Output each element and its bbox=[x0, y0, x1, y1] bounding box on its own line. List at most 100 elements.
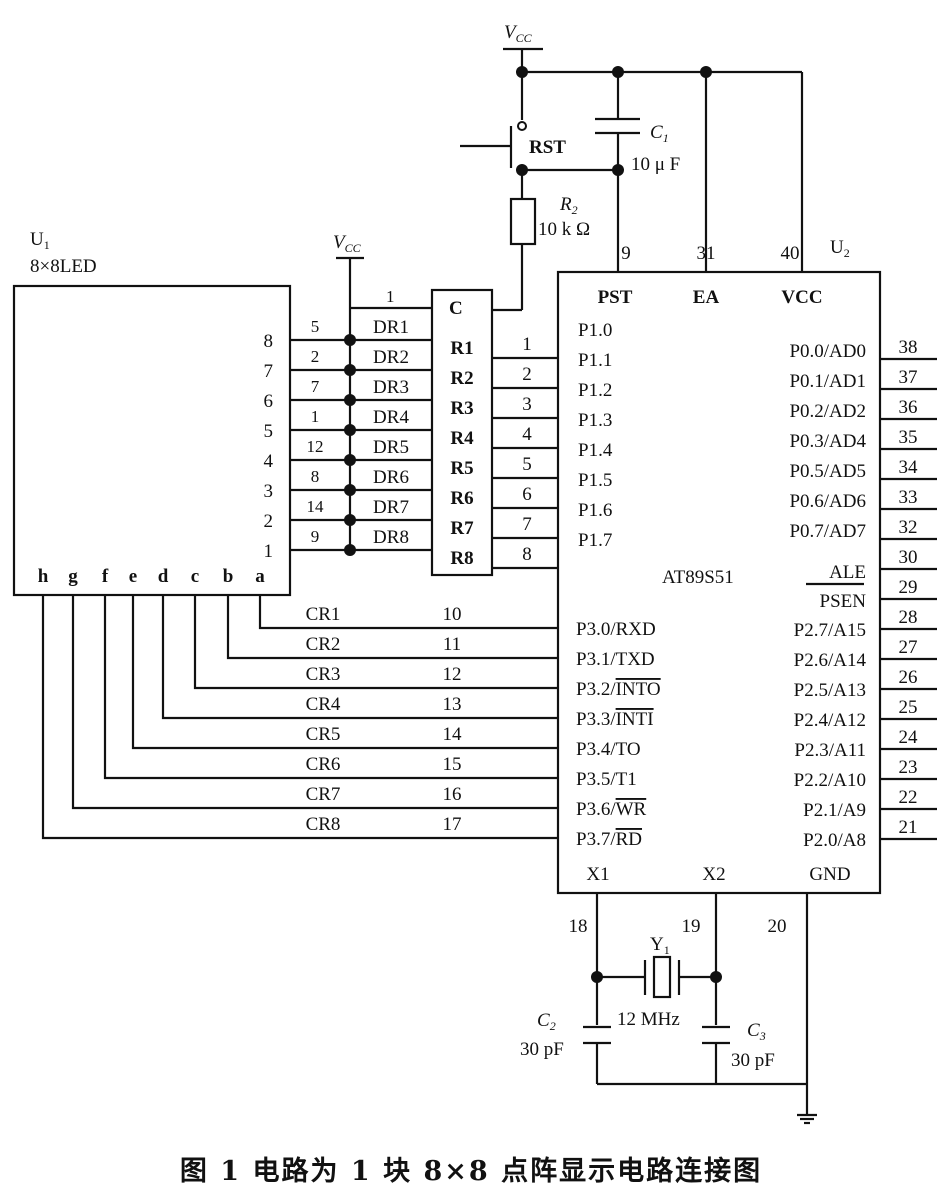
led-row-pin-label: 5 bbox=[264, 421, 274, 442]
mcu-port2-label: P2.0/A8 bbox=[803, 830, 866, 851]
junction-dot bbox=[344, 364, 356, 376]
junction-dot bbox=[344, 454, 356, 466]
column-line-label: CR2 bbox=[306, 634, 341, 655]
led-column-pin-label: h bbox=[38, 566, 49, 587]
mcu-port0-label: P0.5/AD5 bbox=[789, 461, 866, 482]
led-row-pin-label: 7 bbox=[264, 361, 274, 382]
mcu-ale-label: ALE bbox=[829, 562, 866, 583]
driver-input-label: R2 bbox=[450, 368, 473, 389]
port0-pin-number: 37 bbox=[899, 367, 918, 388]
mcu-port0-label: P0.3/AD4 bbox=[789, 431, 866, 452]
driver-input-label: R5 bbox=[450, 458, 473, 479]
driver-input-pin-number: 1 bbox=[522, 334, 532, 355]
column-wire bbox=[226, 595, 558, 660]
port2-pin-number: 24 bbox=[899, 727, 919, 748]
driver-output-pin-number: 5 bbox=[311, 317, 320, 336]
r2-ref: R2 bbox=[559, 194, 578, 217]
port0-pin-number: 34 bbox=[899, 457, 919, 478]
mcu-port3-label: P3.3/INTI bbox=[576, 709, 654, 730]
column-line-label: CR8 bbox=[306, 814, 341, 835]
mcu-top-pin-name: PST bbox=[598, 287, 633, 308]
junction-dot bbox=[344, 514, 356, 526]
r2-value: 10 k Ω bbox=[538, 219, 590, 240]
driver-input-pin-number: 5 bbox=[522, 454, 532, 475]
port2-pin-number: 22 bbox=[899, 787, 918, 808]
mcu-port3-label: P3.4/TO bbox=[576, 739, 641, 760]
column-pin-number: 12 bbox=[443, 664, 462, 685]
led-row-pin-label: 3 bbox=[264, 481, 274, 502]
driver-common-pin: 1 bbox=[386, 287, 395, 306]
ale-pin-number: 30 bbox=[899, 547, 918, 568]
column-line-label: CR3 bbox=[306, 664, 341, 685]
c3-value: 30 pF bbox=[731, 1050, 775, 1071]
mcu-port2-label: P2.7/A15 bbox=[794, 620, 866, 641]
mcu-bottom-pin-number: 20 bbox=[768, 916, 787, 937]
column-line-label: CR7 bbox=[306, 784, 341, 805]
u1-type: 8×8LED bbox=[30, 256, 97, 277]
mcu-port1-label: P1.6 bbox=[578, 500, 612, 521]
figure-caption: 图 1 电路为 1 块 8×8 点阵显示电路连接图 bbox=[180, 1155, 762, 1187]
column-pin-number: 15 bbox=[443, 754, 462, 775]
column-pin-number: 13 bbox=[443, 694, 462, 715]
column-line-label: CR4 bbox=[306, 694, 341, 715]
junction-dot bbox=[344, 544, 356, 556]
mcu-port2-label: P2.4/A12 bbox=[794, 710, 866, 731]
port2-pin-number: 27 bbox=[899, 637, 918, 658]
column-wire bbox=[71, 595, 558, 810]
mcu-top-pin-number: 40 bbox=[781, 243, 800, 264]
mcu-port2-label: P2.1/A9 bbox=[803, 800, 866, 821]
mcu-psen-label: PSEN bbox=[820, 591, 867, 612]
u1-ref: U1 bbox=[30, 229, 50, 252]
mcu-port3-label: P3.6/WR bbox=[576, 799, 647, 820]
driver-output-pin-number: 8 bbox=[311, 467, 320, 486]
mcu-bottom-pin-number: 18 bbox=[569, 916, 588, 937]
driver-output-pin-number: 2 bbox=[311, 347, 320, 366]
mcu-port2-label: P2.6/A14 bbox=[794, 650, 867, 671]
port2-pin-number: 25 bbox=[899, 697, 918, 718]
driver-input-pin-number: 2 bbox=[522, 364, 532, 385]
column-line-label: CR1 bbox=[306, 604, 341, 625]
column-wire bbox=[131, 595, 558, 750]
led-matrix-body bbox=[12, 284, 292, 597]
mcu-port2-label: P2.3/A11 bbox=[794, 740, 866, 761]
mcu-port1-label: P1.5 bbox=[578, 470, 612, 491]
column-wire bbox=[41, 595, 558, 840]
port0-pin-number: 38 bbox=[899, 337, 918, 358]
port2-pin-number: 23 bbox=[899, 757, 918, 778]
vcc-driver-label: VCC bbox=[333, 232, 362, 255]
column-wire bbox=[258, 595, 558, 630]
driver-output-label: DR6 bbox=[373, 467, 409, 488]
driver-output-label: DR2 bbox=[373, 347, 409, 368]
column-pin-number: 17 bbox=[443, 814, 462, 835]
mcu-port3-label: P3.2/INTO bbox=[576, 679, 661, 700]
c1-ref: C1 bbox=[650, 122, 669, 145]
mcu-bottom-pin-name: X1 bbox=[586, 864, 609, 885]
mcu-port1-label: P1.3 bbox=[578, 410, 612, 431]
led-column-pin-label: a bbox=[255, 566, 265, 587]
resistor-r2 bbox=[492, 170, 537, 312]
c2-value: 30 pF bbox=[520, 1039, 564, 1060]
y1-value: 12 MHz bbox=[617, 1009, 680, 1030]
mcu-top-pin-number: 31 bbox=[697, 243, 716, 264]
junction-dot bbox=[344, 424, 356, 436]
column-pin-number: 14 bbox=[443, 724, 463, 745]
driver-output-pin-number: 12 bbox=[307, 437, 324, 456]
column-line-label: CR5 bbox=[306, 724, 341, 745]
led-row-pin-label: 6 bbox=[264, 391, 274, 412]
led-column-pin-label: d bbox=[158, 566, 169, 587]
port2-pin-number: 21 bbox=[899, 817, 918, 838]
mcu-bottom-pin-number: 19 bbox=[682, 916, 701, 937]
driver-output-label: DR8 bbox=[373, 527, 409, 548]
column-line-label: CR6 bbox=[306, 754, 341, 775]
mcu-port3-label: P3.0/RXD bbox=[576, 619, 656, 640]
reset-switch bbox=[460, 72, 624, 176]
mcu-port0-label: P0.2/AD2 bbox=[789, 401, 866, 422]
mcu-port1-label: P1.1 bbox=[578, 350, 612, 371]
u2-ref: U2 bbox=[830, 237, 850, 260]
mcu-top-pin-name: EA bbox=[693, 287, 720, 308]
column-wire bbox=[193, 595, 558, 690]
driver-input-label: R7 bbox=[450, 518, 474, 539]
mcu-bottom-pin-name: X2 bbox=[702, 864, 725, 885]
c3-ref: C3 bbox=[747, 1020, 766, 1043]
port0-pin-number: 33 bbox=[899, 487, 918, 508]
